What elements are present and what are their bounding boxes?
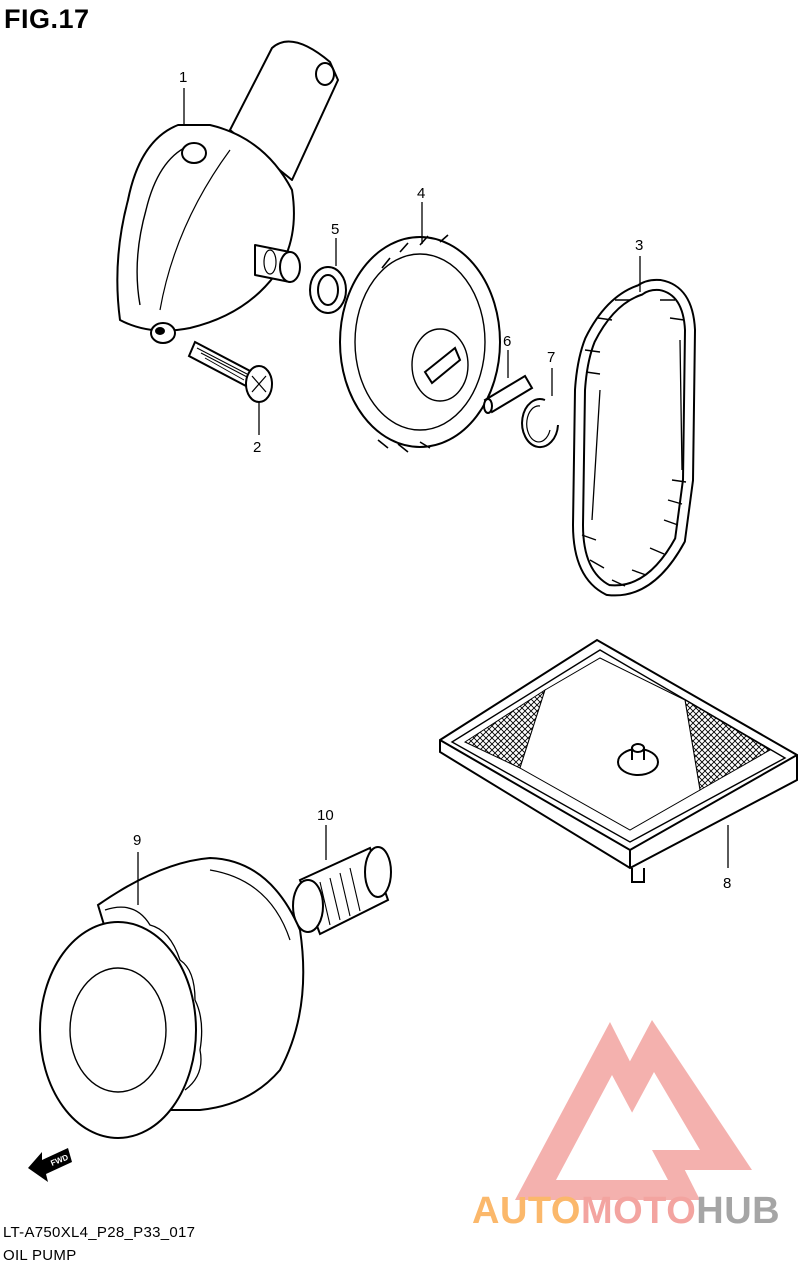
watermark-part-auto: AUTO xyxy=(472,1190,581,1232)
watermark-part-moto: MOTO xyxy=(580,1190,697,1232)
callout-4: 4 xyxy=(417,185,425,202)
watermark-text: AUTOMOTOHUB xyxy=(472,1190,780,1233)
callout-3: 3 xyxy=(635,237,643,254)
pump-drive-sprocket xyxy=(339,234,501,453)
pin xyxy=(483,374,534,414)
circlip xyxy=(521,398,559,449)
callout-1: 1 xyxy=(179,69,187,86)
callout-8: 8 xyxy=(723,875,731,892)
oil-pump-body xyxy=(116,40,339,344)
drive-chain xyxy=(571,278,697,597)
union-bolt xyxy=(292,846,392,936)
callout-10: 10 xyxy=(317,807,334,824)
pump-bolt xyxy=(187,340,273,403)
callout-5: 5 xyxy=(331,221,339,238)
figure-title: FIG.17 xyxy=(4,4,90,34)
washer xyxy=(309,266,347,314)
oil-filter xyxy=(39,856,305,1139)
fwd-arrow-icon: FWD xyxy=(28,1148,72,1182)
oil-strainer xyxy=(439,638,798,883)
figure-code: LT-A750XL4_P28_P33_017 xyxy=(3,1224,196,1241)
callout-6: 6 xyxy=(503,333,511,350)
watermark-logo-icon xyxy=(515,1020,752,1200)
callout-9: 9 xyxy=(133,832,141,849)
callout-2: 2 xyxy=(253,439,261,456)
callout-7: 7 xyxy=(547,349,555,366)
figure-name: OIL PUMP xyxy=(3,1247,77,1264)
watermark-part-hub: HUB xyxy=(696,1190,781,1232)
